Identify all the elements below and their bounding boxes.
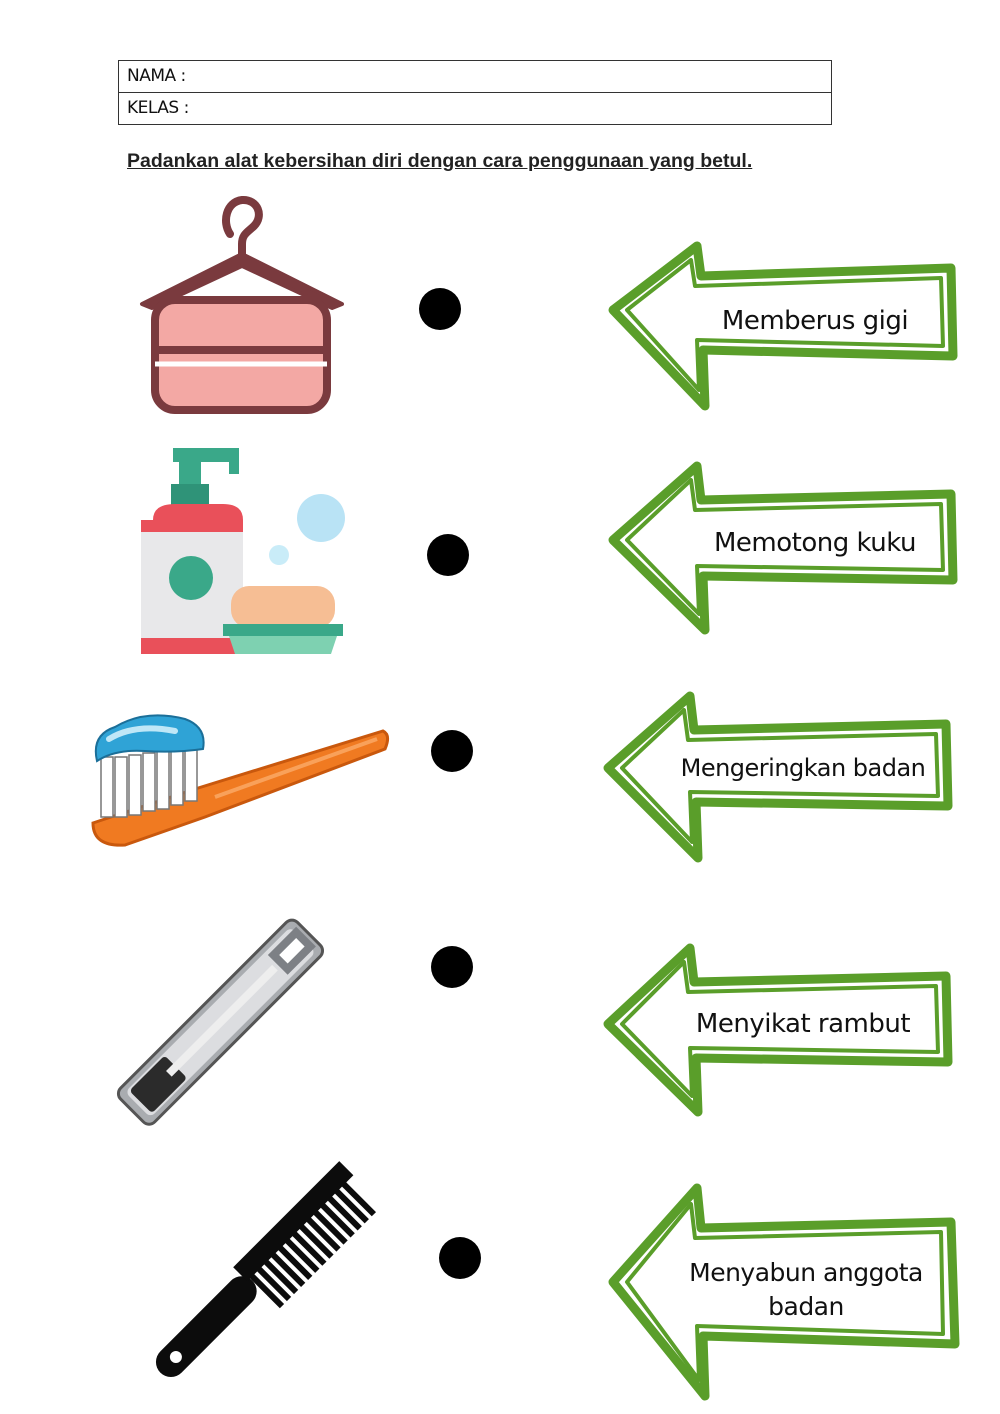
answer-arrow-3[interactable]	[600, 690, 960, 865]
answer-arrow-1[interactable]	[605, 238, 965, 418]
soap-bottle-icon	[141, 448, 345, 654]
name-field[interactable]: NAMA :	[127, 66, 186, 86]
comb-icon	[155, 1161, 377, 1377]
class-field[interactable]: KELAS :	[119, 92, 831, 124]
match-dot-3[interactable]	[431, 730, 473, 772]
nail-clipper-icon	[116, 918, 325, 1126]
answer-label-5: Menyabun anggota badan	[689, 1258, 923, 1321]
instruction-title: Padankan alat kebersihan diri dengan car…	[127, 150, 753, 172]
answer-label-2: Memotong kuku	[714, 528, 916, 559]
match-dot-1[interactable]	[419, 288, 461, 330]
match-dot-4[interactable]	[431, 946, 473, 988]
match-dot-2[interactable]	[427, 534, 469, 576]
answer-label-3: Mengeringkan badan	[680, 753, 926, 782]
match-dot-5[interactable]	[439, 1237, 481, 1279]
answer-label-1: Memberus gigi	[721, 306, 909, 337]
toothbrush-icon	[91, 714, 390, 847]
answer-arrow-4[interactable]	[600, 940, 960, 1120]
answer-label-4: Menyikat rambut	[695, 1009, 911, 1040]
student-info-table: NAMA : KELAS :	[118, 60, 832, 125]
towel-hanger-icon	[140, 196, 344, 414]
answer-arrow-5[interactable]	[605, 1180, 965, 1405]
answer-arrow-2[interactable]	[605, 458, 965, 638]
